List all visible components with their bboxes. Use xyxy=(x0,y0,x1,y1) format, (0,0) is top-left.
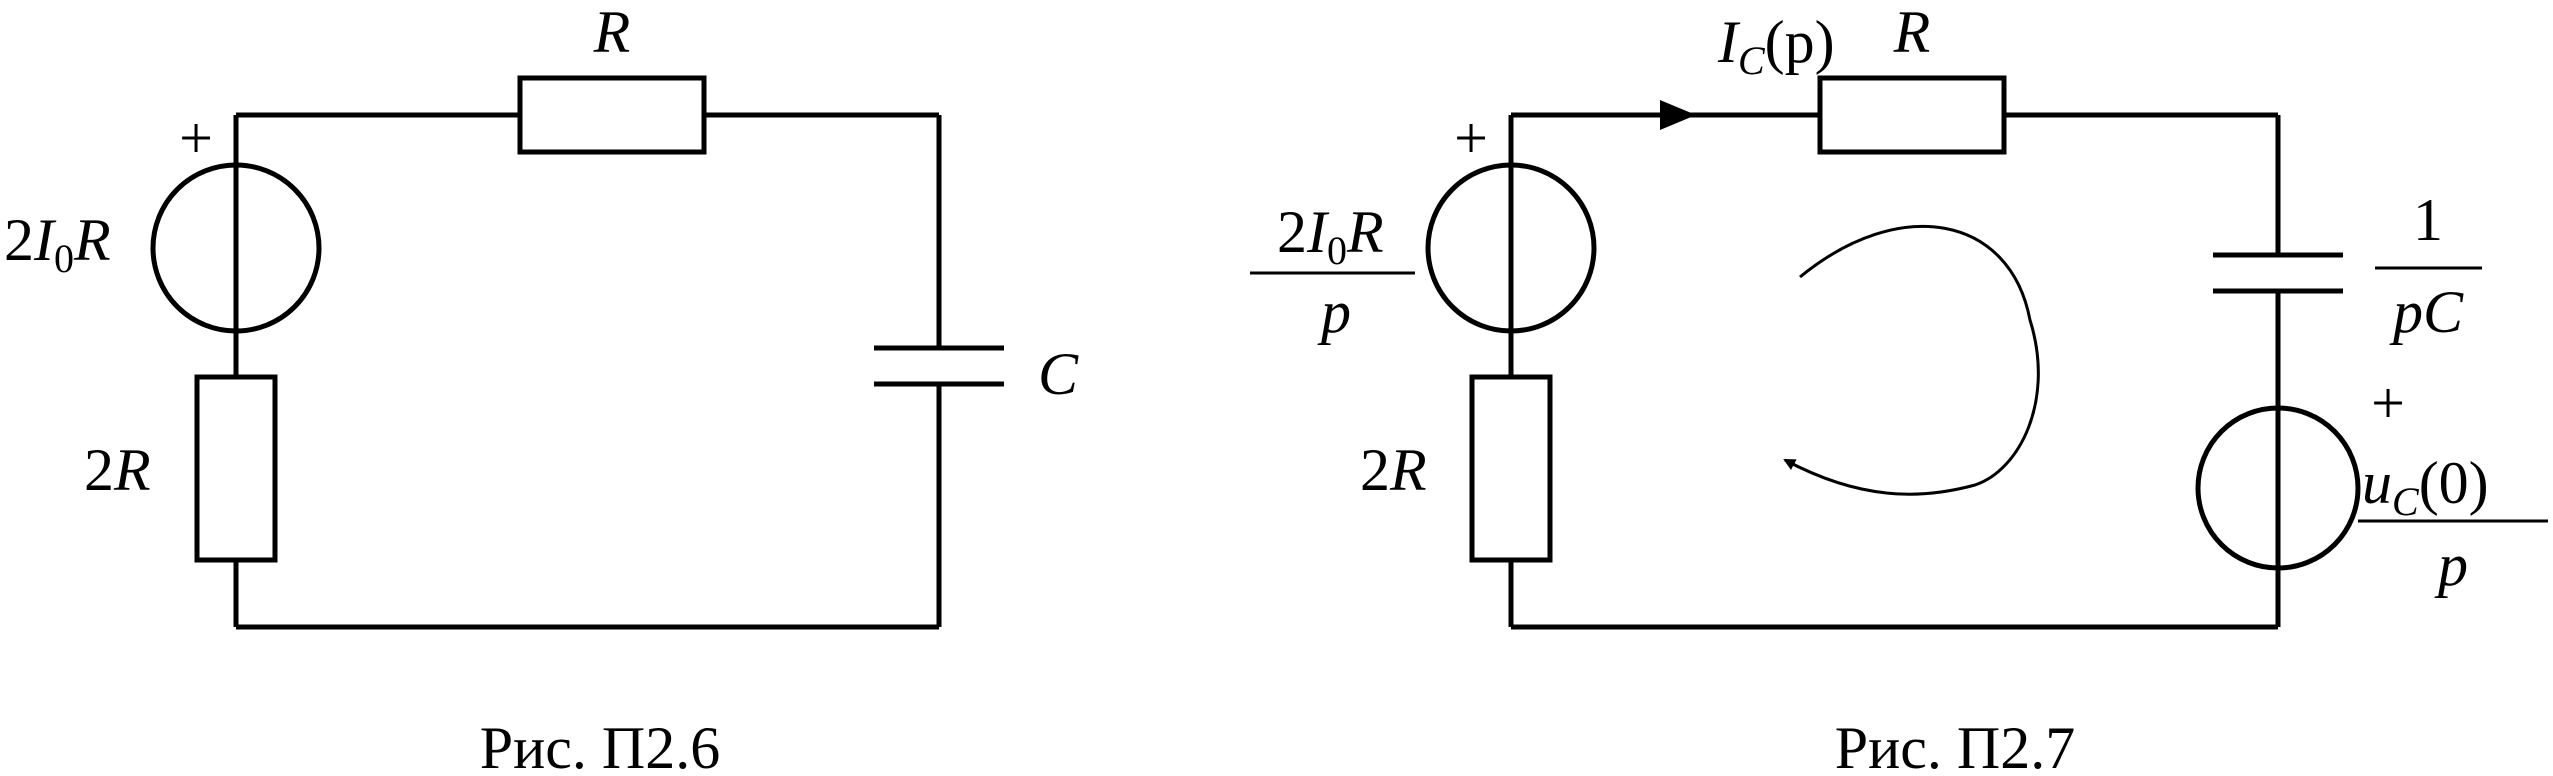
wires xyxy=(233,112,942,630)
figure-caption-p2-7: Рис. П2.7 xyxy=(1835,715,2075,776)
figure-p2-6 xyxy=(150,75,1004,630)
resistor-2r xyxy=(1469,374,1553,563)
capacitor-pc xyxy=(2213,252,2343,294)
capacitor-c-label: C xyxy=(1038,341,1079,407)
capacitor-label-numerator: 1 xyxy=(2413,187,2443,253)
loop-direction-arrow xyxy=(1783,224,2040,496)
voltage-source xyxy=(150,162,322,334)
resistor-2r xyxy=(194,374,278,563)
init-source-label-numerator: uC(0) xyxy=(2362,450,2489,524)
resistor-2r-label: 2R xyxy=(84,437,151,503)
current-label: IC(p) xyxy=(1717,9,1835,83)
resistor-r xyxy=(1817,75,2007,155)
current-direction-arrow xyxy=(1660,100,1696,130)
resistor-2r-label: 2R xyxy=(1360,437,1427,503)
source-label: 2I0R xyxy=(4,207,111,281)
voltage-source xyxy=(1425,162,1597,334)
init-source-polarity-plus: + xyxy=(2371,370,2405,436)
figure-p2-7-labels: IC(p) R + 2I0R p 2R 1 pC + uC(0) p Рис. … xyxy=(1250,0,2548,776)
source-polarity-plus: + xyxy=(179,105,213,171)
capacitor-label-denominator: pC xyxy=(2389,279,2464,345)
wires xyxy=(1508,112,2281,630)
source-label-denominator: p xyxy=(1317,279,1351,345)
source-polarity-plus: + xyxy=(1454,105,1488,171)
initial-condition-source xyxy=(2195,405,2361,571)
capacitor-c xyxy=(874,345,1004,387)
figure-p2-7 xyxy=(1425,75,2361,630)
figure-p2-6-labels: R + 2I0R 2R C Рис. П2.6 xyxy=(4,0,1079,776)
resistor-r-label: R xyxy=(1893,0,1931,65)
resistor-r xyxy=(517,75,707,155)
init-source-label-denominator: p xyxy=(2434,532,2468,598)
source-label-numerator: 2I0R xyxy=(1277,199,1384,273)
resistor-r-label: R xyxy=(593,0,631,65)
figure-caption-p2-6: Рис. П2.6 xyxy=(480,715,720,776)
